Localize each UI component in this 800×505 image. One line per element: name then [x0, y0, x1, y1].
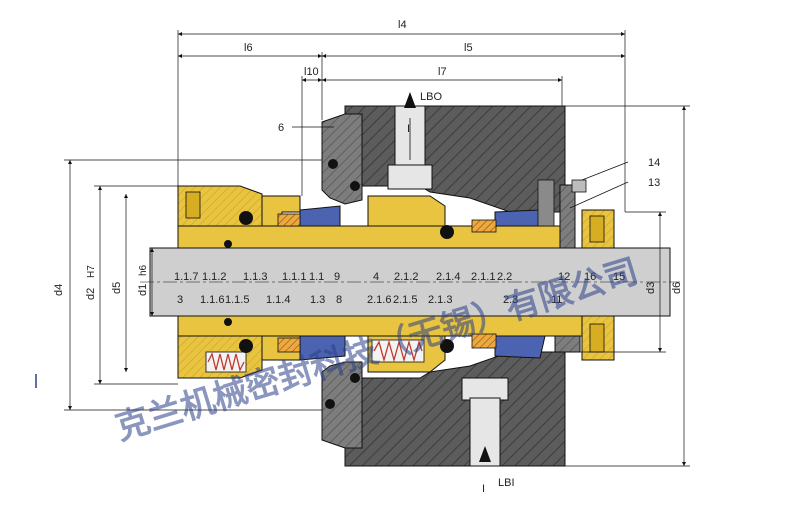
- port-lbo-marker: I: [407, 123, 410, 135]
- part-label: 2.1.6: [367, 294, 391, 306]
- part-label: 12: [558, 271, 570, 283]
- part-label: 2.2: [497, 271, 512, 283]
- part-label: 2.1.3: [428, 294, 452, 306]
- dim-d6: d6: [671, 282, 683, 294]
- port-labels: LBO LBI I I: [407, 91, 515, 495]
- part-label: 1.1.7: [174, 271, 198, 283]
- dim-h7: H7: [86, 265, 97, 278]
- port-lbi-marker: I: [482, 483, 485, 495]
- seal-faces: [299, 205, 546, 361]
- dimension-labels: l4 l6 l5 l10 l7 d4 d2 H7 d5 d1 h6 d3 d6: [53, 19, 683, 300]
- port-lbo-label: LBO: [420, 91, 442, 103]
- dim-d2: d2: [85, 288, 97, 300]
- part-label: 1.1.2: [202, 271, 226, 283]
- part-label: 1.1.6: [200, 294, 224, 306]
- o-rings: [224, 159, 454, 409]
- dim-l5: l5: [464, 42, 473, 54]
- part-label: 4: [373, 271, 379, 283]
- part-label: 2.1.2: [394, 271, 418, 283]
- port-lbi-label: LBI: [498, 477, 515, 489]
- dim-d1: d1: [137, 284, 149, 296]
- stationary-faces: [277, 213, 497, 353]
- part-label: 3: [177, 294, 183, 306]
- part-label: 11: [551, 294, 562, 306]
- port-lbo-channel: [387, 105, 433, 190]
- bolt: [537, 179, 587, 227]
- callout-6: 6: [278, 122, 284, 134]
- part-label: 2.3: [503, 294, 518, 306]
- part-label: 1.3: [310, 294, 325, 306]
- part-label: 16: [584, 271, 596, 283]
- part-label: 2.1.1: [471, 271, 495, 283]
- dim-h6: h6: [138, 264, 149, 276]
- part-label: 1.1.3: [243, 271, 267, 283]
- dim-d3: d3: [645, 282, 657, 294]
- leader-lines: [292, 126, 629, 209]
- dim-d5: d5: [111, 282, 123, 294]
- part-label: 9: [334, 271, 340, 283]
- callout-13: 13: [648, 177, 660, 189]
- part-label: 1.1.4: [266, 294, 290, 306]
- part-label: 1.1: [309, 271, 324, 283]
- dim-l6: l6: [244, 42, 253, 54]
- port-arrows: [404, 92, 491, 462]
- part-label: 2.1.4: [436, 271, 460, 283]
- springs: [205, 339, 425, 373]
- callout-labels: 6 14 13: [278, 122, 660, 189]
- part-label: 15: [613, 271, 625, 283]
- dim-l10: l10: [304, 66, 319, 78]
- callout-14: 14: [648, 157, 660, 169]
- part-label: 1.1.1: [282, 271, 306, 283]
- dim-l4: l4: [398, 19, 407, 31]
- dim-d4: d4: [53, 284, 65, 296]
- part-label: 8: [336, 294, 342, 306]
- part-label: 2.1.5: [393, 294, 417, 306]
- part-label: 1.1.5: [225, 294, 249, 306]
- dimension-lines: [35, 30, 690, 467]
- dim-l7: l7: [438, 66, 447, 78]
